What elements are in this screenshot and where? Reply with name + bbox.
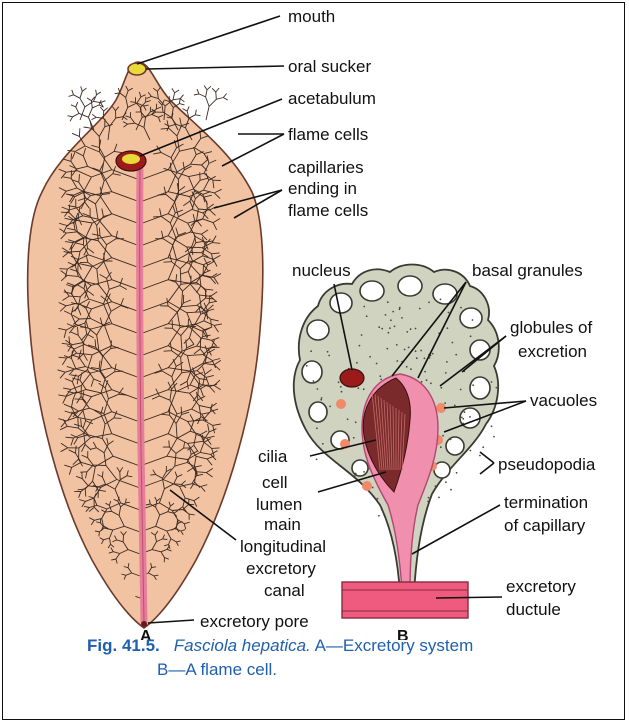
nucleus — [340, 369, 364, 387]
label-lumen: lumen — [256, 495, 302, 514]
label-capillaries-2: ending in — [288, 179, 357, 198]
label-cilia: cilia — [258, 447, 288, 466]
label-excretory-pore: excretory pore — [200, 612, 309, 631]
label-mouth: mouth — [288, 7, 335, 26]
label-flame-cells: flame cells — [288, 125, 368, 144]
excretory-ductule — [342, 582, 468, 618]
label-basal-granules: basal granules — [472, 261, 583, 280]
label-acetabulum: acetabulum — [288, 89, 376, 108]
label-capillaries-3: flame cells — [288, 201, 368, 220]
label-pseudopodia: pseudopodia — [498, 455, 596, 474]
caption-fig-number: Fig. 41.5. — [87, 636, 160, 655]
label-termination-2: of capillary — [504, 516, 586, 535]
label-main-3: excretory — [246, 559, 316, 578]
label-ductule-1: excretory — [506, 577, 576, 596]
oral-sucker — [128, 63, 146, 75]
caption-part-b: B—A flame cell. — [87, 658, 627, 682]
label-ductule-2: ductule — [506, 600, 561, 619]
label-main-4: canal — [264, 581, 305, 600]
caption-part-a: A—Excretory system — [315, 636, 474, 655]
label-vacuoles: vacuoles — [530, 391, 597, 410]
label-main-2: longitudinal — [240, 537, 326, 556]
excretory-pore — [141, 621, 147, 627]
label-nucleus: nucleus — [292, 261, 351, 280]
label-oral-sucker: oral sucker — [288, 57, 371, 76]
fasciola-figure: A — [0, 0, 629, 640]
fasciola-body-panel: A — [28, 62, 263, 640]
label-main-1: main — [264, 515, 301, 534]
label-cell: cell — [262, 473, 288, 492]
caption-species: Fasciola hepatica. — [174, 636, 311, 655]
label-termination-1: termination — [504, 493, 588, 512]
label-capillaries-1: capillaries — [288, 158, 364, 177]
figure-caption: Fig. 41.5. Fasciola hepatica. A—Excretory… — [87, 634, 627, 682]
label-globules-2: excretion — [518, 342, 587, 361]
label-globules-1: globules of — [510, 318, 593, 337]
